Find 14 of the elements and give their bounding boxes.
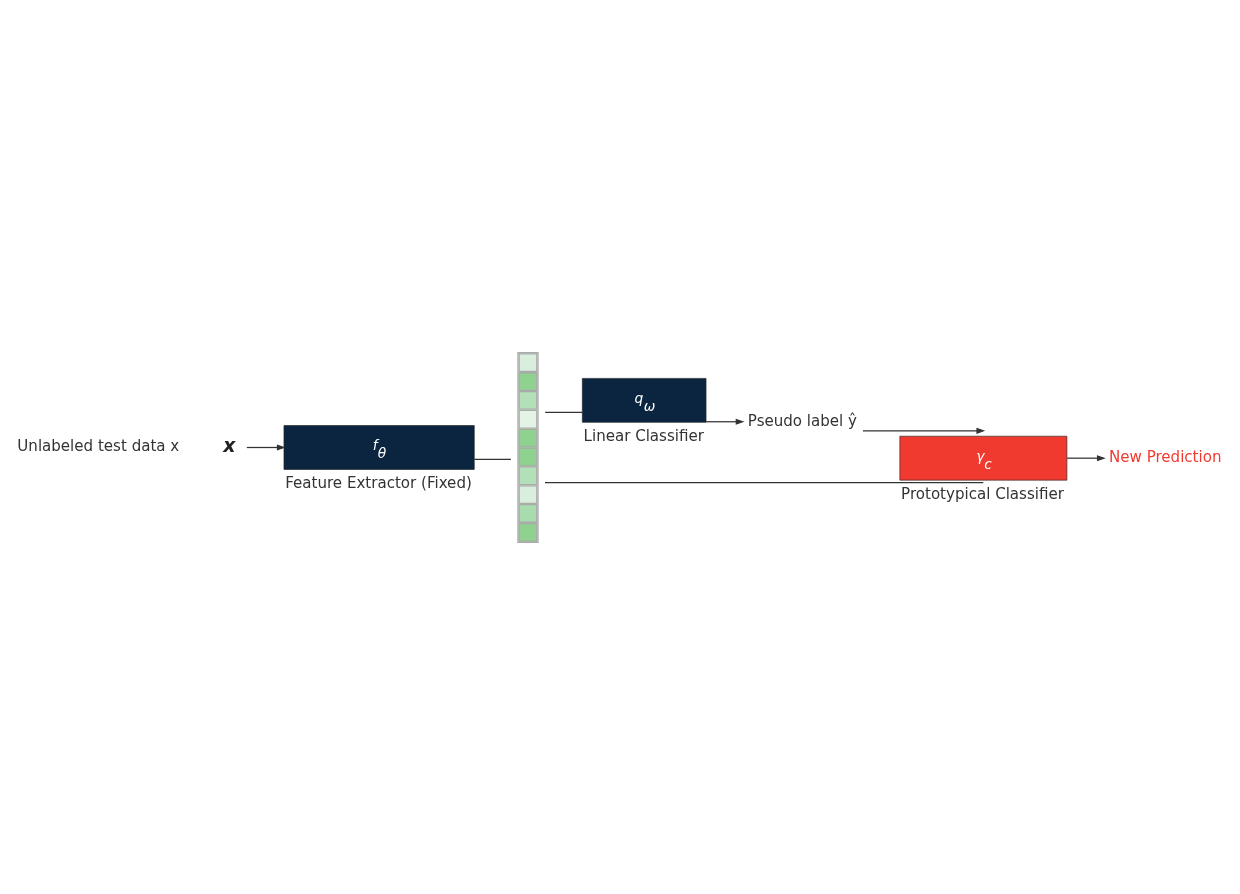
node-text: x bbox=[223, 434, 236, 456]
arrow bbox=[1066, 454, 1106, 461]
connector bbox=[544, 481, 984, 483]
arrow bbox=[862, 427, 986, 434]
node-text: Pseudo label ŷ bbox=[747, 411, 858, 430]
node-label: Feature Extractor (Fixed) bbox=[285, 473, 472, 492]
node-label: Linear Classifier bbox=[583, 426, 704, 445]
node-label: Prototypical Classifier bbox=[901, 484, 1064, 502]
arrow bbox=[705, 418, 745, 425]
connector bbox=[473, 458, 512, 460]
arrow bbox=[246, 443, 286, 451]
node-text: New Prediction bbox=[1109, 447, 1222, 466]
label: Unlabeled test data x bbox=[17, 436, 180, 455]
connector bbox=[544, 411, 583, 413]
